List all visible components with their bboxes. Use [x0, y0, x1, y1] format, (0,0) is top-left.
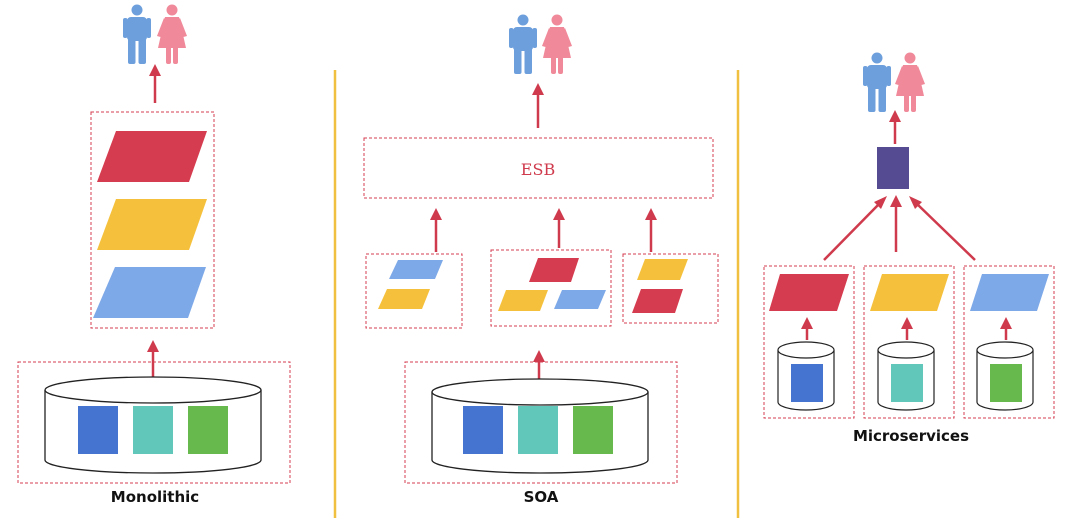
arrow: [901, 317, 913, 340]
male-user-icon: [123, 4, 151, 64]
arrow: [823, 196, 887, 261]
microservice-box: [963, 265, 1055, 419]
data-block-blue: [791, 364, 823, 402]
application-box: [90, 111, 215, 329]
male-user-icon: [863, 52, 891, 112]
arrow: [645, 208, 657, 252]
service-red: [632, 289, 683, 313]
users-icon: [863, 52, 925, 112]
data-block-teal: [518, 406, 558, 454]
arrow: [147, 340, 159, 380]
data-block-blue: [78, 406, 118, 454]
layer-red: [97, 131, 207, 182]
service-yellow: [498, 290, 548, 311]
layer-blue: [93, 267, 206, 318]
data-block-blue: [463, 406, 503, 454]
soa-label: SOA: [524, 488, 559, 506]
data-block-green: [573, 406, 613, 454]
arrow: [533, 350, 545, 380]
monolithic-section: Monolithic: [17, 4, 291, 506]
esb-label: ESB: [521, 160, 555, 179]
service-red: [529, 258, 579, 282]
users-icon: [509, 14, 572, 74]
monolithic-label: Monolithic: [111, 488, 199, 506]
microservice-box: [763, 265, 855, 419]
esb-box: [363, 137, 714, 199]
service-blue: [970, 274, 1049, 311]
female-user-icon: [157, 4, 187, 64]
service-blue: [389, 260, 443, 279]
layer-yellow: [97, 199, 207, 250]
data-block-green: [990, 364, 1022, 402]
arrow: [553, 208, 565, 248]
database-box: [404, 361, 678, 484]
data-block-teal: [891, 364, 923, 402]
service-yellow: [637, 259, 688, 280]
gateway-icon: [877, 147, 909, 189]
arrow: [889, 110, 901, 144]
data-block-teal: [133, 406, 173, 454]
arrow: [909, 196, 976, 261]
service-blue: [554, 290, 606, 309]
service-box: [622, 253, 719, 324]
service-yellow: [378, 289, 430, 309]
arrow: [1000, 317, 1012, 340]
data-block-green: [188, 406, 228, 454]
database-box: [17, 361, 291, 484]
microservices-section: Microservices: [763, 52, 1055, 445]
microservice-box: [863, 265, 955, 419]
service-box: [490, 249, 612, 327]
service-yellow: [870, 274, 949, 311]
arrow: [890, 195, 902, 252]
female-user-icon: [542, 14, 572, 74]
arrow: [430, 208, 442, 252]
male-user-icon: [509, 14, 537, 74]
service-box: [365, 253, 463, 329]
users-icon: [123, 4, 187, 64]
female-user-icon: [895, 52, 925, 112]
arrow: [801, 317, 813, 340]
soa-section: ESB: [363, 14, 719, 506]
arrow: [149, 64, 161, 103]
microservices-label: Microservices: [853, 427, 969, 445]
service-red: [769, 274, 849, 311]
arrow: [532, 83, 544, 128]
